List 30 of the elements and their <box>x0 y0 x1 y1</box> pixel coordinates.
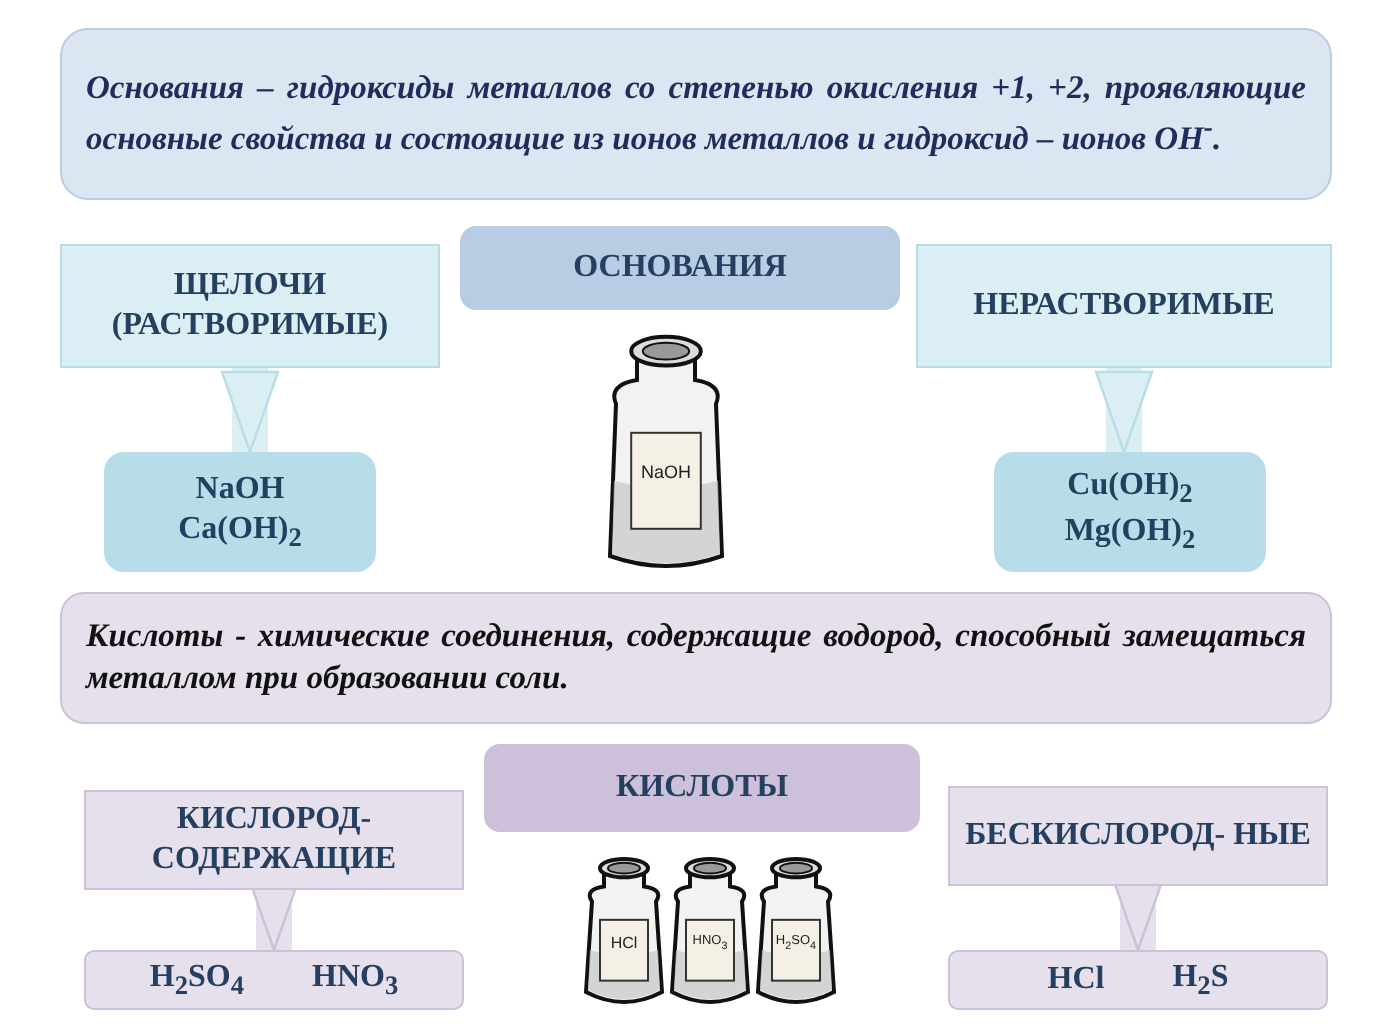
definition-text: Кислоты - химические соединения, содержащие водород, способный замещаться металлом при образовании соли. <box>86 616 1306 700</box>
formula-text: H$_{2}$S <box>1172 957 1229 1003</box>
heading-text: ОСНОВАНИЯ <box>573 248 787 288</box>
definition-panel <box>60 28 1332 200</box>
title-box <box>484 744 920 832</box>
heading-text: КИСЛОРОД- СОДЕРЖАЩИЕ <box>149 800 399 880</box>
formula-text: Cu(OH)$_{2}$ Mg(OH)$_{2}$ <box>1062 466 1198 558</box>
heading-text: КИСЛОТЫ <box>616 768 788 808</box>
formula-text: HNO$_{3}$ <box>312 957 399 1003</box>
formula-text: H$_{2}$SO$_{4}$ <box>149 957 244 1003</box>
heading-text: ЩЕЛОЧИ (РАСТВОРИМЫЕ) <box>109 266 391 346</box>
formula-box <box>104 452 376 572</box>
block-arrow <box>220 368 280 454</box>
category-box <box>60 244 440 368</box>
title-box <box>460 226 900 310</box>
formula-text: NaOH Ca(OH)$_{2}$ <box>176 469 304 555</box>
formula-box <box>948 950 1328 1010</box>
definition-text: Основания – гидроксиды металлов со степенью окисления +1, +2, проявляющие основные свойства и состоящие из ионов металлов и гидроксид – ионов ОН$^{-}$. <box>86 68 1306 160</box>
category-box <box>948 786 1328 886</box>
heading-text: НЕРАСТВОРИМЫЕ <box>973 286 1275 326</box>
block-arrow <box>1094 368 1154 454</box>
category-box <box>84 790 464 890</box>
bottle-label: NaOH <box>638 463 693 482</box>
category-box <box>916 244 1332 368</box>
formula-box <box>84 950 464 1010</box>
definition-panel <box>60 592 1332 724</box>
formula-text: HCl <box>1047 960 1105 1000</box>
formula-box <box>994 452 1266 572</box>
heading-text: БЕСКИСЛОРОД- НЫЕ <box>965 816 1311 856</box>
bottle-label: HCl <box>608 936 640 953</box>
